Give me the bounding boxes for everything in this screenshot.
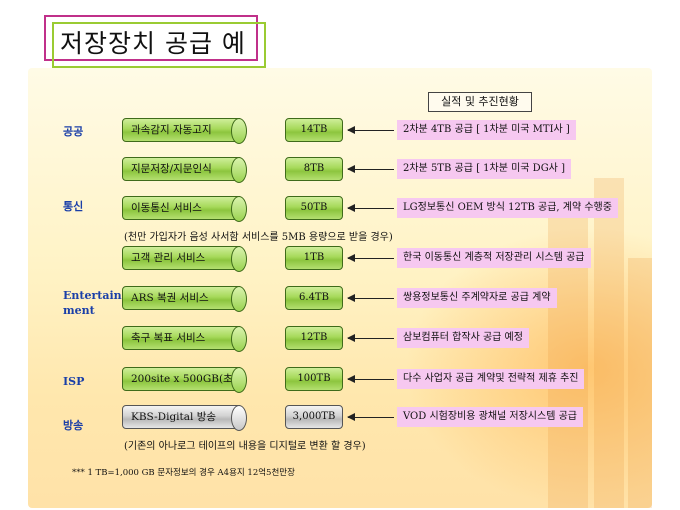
category-isp: ISP	[63, 375, 85, 388]
service-cylinder: ARS 복권 서비스	[122, 286, 247, 312]
category-telecom: 통신	[63, 200, 84, 213]
arrow-icon	[347, 294, 394, 302]
result-label: VOD 시험장비용 광채널 저장시스템 공급	[397, 407, 583, 427]
result-label: 다수 사업자 공급 계약및 전략적 제휴 추진	[397, 369, 585, 389]
arrow-icon	[347, 165, 394, 173]
service-cylinder: 과속감지 자동고지	[122, 118, 247, 144]
result-label: 한국 이동통신 계층적 저장관리 시스템 공급	[397, 248, 591, 268]
page-title: 저장장치 공급 예	[60, 29, 246, 58]
title-frame-pink	[44, 15, 258, 61]
title-frame-green	[52, 22, 266, 68]
service-cylinder: 지문저장/지문인식	[122, 157, 247, 183]
capacity-box: 3,000TB	[285, 405, 343, 429]
service-cylinder: 200site x 500GB(초기)	[122, 367, 247, 393]
service-cylinder: 축구 복표 서비스	[122, 326, 247, 352]
status-header: 실적 및 추진현황	[428, 92, 532, 112]
footnote: *** 1 TB=1,000 GB 문자정보의 경우 A4용지 12억5천만장	[72, 468, 295, 478]
category-broadcast: 방송	[63, 419, 84, 432]
arrow-icon	[347, 413, 394, 421]
building-decoration	[628, 258, 652, 508]
arrow-icon	[347, 254, 394, 262]
capacity-box: 12TB	[285, 326, 343, 350]
result-label: LG정보통신 OEM 방식 12TB 공급, 계약 수행중	[397, 198, 618, 218]
result-label: 삼보컴퓨터 합작사 공급 예정	[397, 328, 529, 348]
service-cylinder: KBS-Digital 방송	[122, 405, 247, 431]
capacity-box: 14TB	[285, 118, 343, 142]
arrow-icon	[347, 204, 394, 212]
arrow-icon	[347, 334, 394, 342]
building-decoration	[594, 178, 624, 508]
result-label: 2차분 4TB 공급 [ 1차분 미국 MTI사 ]	[397, 120, 576, 140]
telecom-note: (천만 가입자가 음성 사서함 서비스를 5MB 용량으로 받을 경우)	[124, 232, 393, 243]
service-cylinder: 이동통신 서비스	[122, 196, 247, 222]
capacity-box: 1TB	[285, 246, 343, 270]
service-cylinder: 고객 관리 서비스	[122, 246, 247, 272]
category-public: 공공	[63, 125, 84, 138]
broadcast-note: (기존의 아나로그 테이프의 내용을 디지털로 변환 할 경우)	[124, 441, 366, 452]
arrow-icon	[347, 126, 394, 134]
capacity-box: 8TB	[285, 157, 343, 181]
capacity-box: 6.4TB	[285, 286, 343, 310]
capacity-box: 100TB	[285, 367, 343, 391]
category-entertainment: Entertain ment	[63, 289, 122, 317]
capacity-box: 50TB	[285, 196, 343, 220]
result-label: 2차분 5TB 공급 [ 1차분 미국 DG사 ]	[397, 159, 571, 179]
arrow-icon	[347, 375, 394, 383]
result-label: 쌍용정보통신 주계약자로 공급 계약	[397, 288, 557, 308]
